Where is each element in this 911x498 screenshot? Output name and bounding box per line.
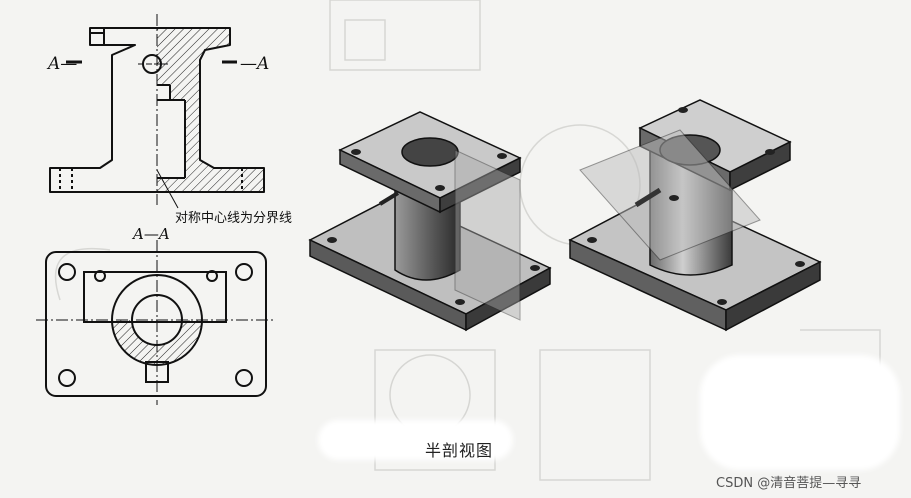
erasure-patch-left bbox=[318, 420, 513, 460]
erasure-patch-right bbox=[700, 355, 900, 470]
section-mark-left: A— bbox=[48, 54, 78, 74]
figure-caption: 半剖视图 bbox=[425, 441, 494, 460]
section-view-title: A—A bbox=[133, 225, 170, 243]
watermark: CSDN @清音菩提—寻寻 bbox=[716, 476, 862, 491]
section-mark-right: —A bbox=[240, 54, 270, 74]
symmetry-note: 对称中心线为分界线 bbox=[175, 211, 293, 226]
